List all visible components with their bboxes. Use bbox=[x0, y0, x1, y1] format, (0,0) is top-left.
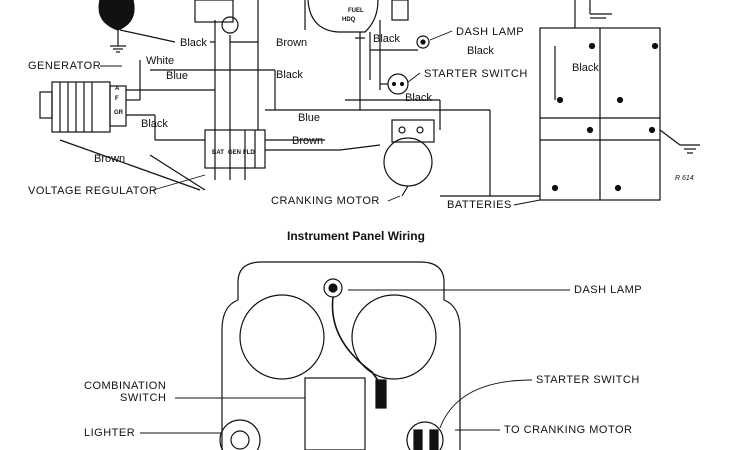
voltage-regulator-icon bbox=[204, 129, 266, 169]
cranking-motor-icon bbox=[383, 119, 435, 187]
ground-symbol-icon bbox=[589, 0, 612, 19]
generator-terminal-gr: GR bbox=[114, 110, 123, 116]
dash-lamp-socket-icon bbox=[323, 278, 343, 298]
wire-label-black: Black bbox=[572, 62, 599, 74]
ground-symbol-icon bbox=[110, 40, 126, 53]
voltage-regulator-label: VOLTAGE REGULATOR bbox=[28, 185, 158, 197]
headlight-icon bbox=[98, 0, 135, 40]
instrument-panel-outline bbox=[221, 261, 461, 450]
section-title: Instrument Panel Wiring bbox=[287, 229, 425, 243]
regulator-terminal-bat: BAT bbox=[212, 150, 224, 156]
ammeter-box bbox=[194, 0, 234, 23]
starter-switch-label: STARTER SWITCH bbox=[536, 374, 640, 386]
starter-switch-socket-icon bbox=[406, 421, 444, 450]
wire-label-black: Black bbox=[405, 92, 432, 104]
wire-label-white: White bbox=[146, 55, 175, 67]
regulator-terminal-gen: GEN bbox=[228, 150, 242, 156]
dash-lamp-label: DASH LAMP bbox=[574, 284, 643, 296]
wire-label-black: Black bbox=[373, 33, 400, 45]
batteries-icon bbox=[539, 27, 661, 201]
gauge-code-mark: HDQ bbox=[342, 17, 356, 23]
wire-label-black: Black bbox=[141, 118, 168, 130]
generator-terminal-a: A bbox=[115, 86, 120, 92]
combination-switch-label-line1: COMBINATION bbox=[84, 380, 167, 392]
combination-switch-label-line2: SWITCH bbox=[120, 392, 167, 404]
to-cranking-motor-label: TO CRANKING MOTOR bbox=[504, 424, 633, 436]
gauge-opening-left bbox=[239, 294, 325, 380]
lighter-icon bbox=[219, 419, 261, 450]
starter-switch-label: STARTER SWITCH bbox=[424, 68, 528, 80]
wire-label-blue: Blue bbox=[298, 112, 321, 124]
generator-icon bbox=[39, 81, 127, 133]
wire-label-black: Black bbox=[467, 45, 494, 57]
wire-label-blue: Blue bbox=[166, 70, 189, 82]
combination-switch-icon bbox=[304, 377, 366, 450]
dash-lamp-icon bbox=[416, 35, 430, 49]
regulator-terminal-fld: FLD bbox=[243, 150, 255, 156]
ammeter-icon bbox=[221, 16, 239, 34]
generator-terminal-f: F bbox=[115, 96, 119, 102]
lighter-label: LIGHTER bbox=[84, 427, 136, 439]
wire-label-brown: Brown bbox=[276, 37, 308, 49]
generator-label: GENERATOR bbox=[28, 60, 102, 72]
ground-symbol-icon bbox=[680, 144, 700, 154]
wire-label-brown: Brown bbox=[94, 153, 126, 165]
batteries-label: BATTERIES bbox=[447, 199, 512, 211]
gauge-opening-right bbox=[351, 294, 437, 380]
gauge-icon bbox=[307, 0, 379, 33]
dash-lamp-label: DASH LAMP bbox=[456, 26, 525, 38]
figure-code: R 614 bbox=[675, 175, 694, 182]
wire-label-brown: Brown bbox=[292, 135, 324, 147]
wire-label-black: Black bbox=[180, 37, 207, 49]
wire-label-black: Black bbox=[276, 69, 303, 81]
gauge-fuel-mark: FUEL bbox=[348, 8, 364, 14]
cranking-motor-label: CRANKING MOTOR bbox=[271, 195, 380, 207]
starter-switch-icon bbox=[387, 73, 409, 95]
